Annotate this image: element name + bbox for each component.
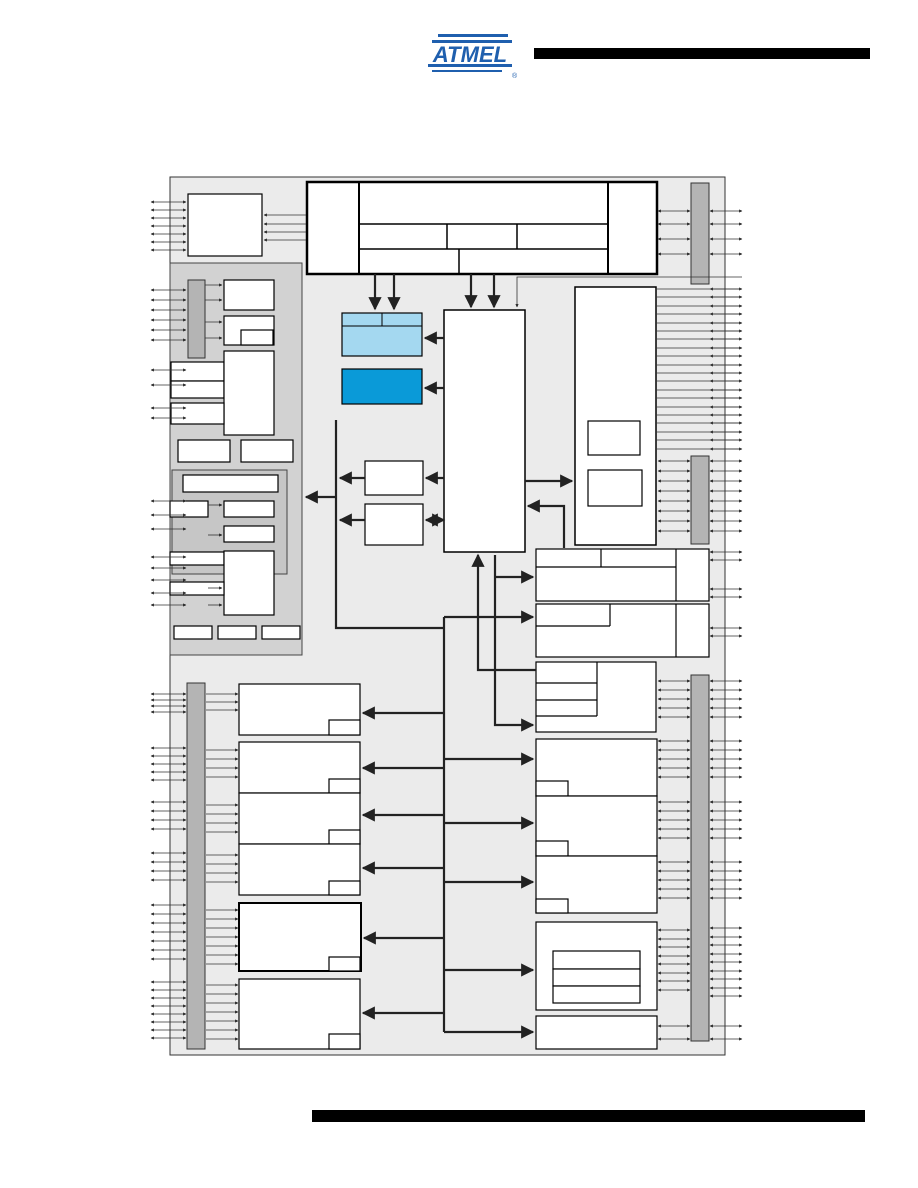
right-peripherals	[535, 738, 658, 1050]
left-pio-bus-bottom	[186, 682, 206, 1050]
processor-block	[305, 180, 659, 276]
memory-blocks	[341, 312, 423, 405]
bus-matrix-block	[443, 309, 526, 553]
header-bar	[534, 48, 870, 59]
left-pio-bus-top	[187, 279, 206, 359]
right-pio-bus-top	[690, 182, 710, 285]
peripheral-bridge-block	[364, 460, 424, 496]
registered-mark: ®	[512, 72, 518, 80]
thin-signal-line	[515, 276, 742, 308]
logo-wordmark: ATMEL	[432, 42, 507, 67]
logo-stripes	[428, 34, 512, 72]
atmel-logo: ATMEL ®	[424, 30, 520, 80]
right-middle-blocks	[535, 548, 710, 733]
external-bus-interface-block	[574, 286, 657, 546]
bus-connections	[304, 274, 574, 1039]
right-pio-bus-middle	[690, 455, 710, 545]
dma-controller-block	[364, 503, 424, 546]
left-peripherals	[238, 683, 362, 1050]
left-panel-blocks	[169, 279, 301, 640]
pin-signal-lines	[150, 200, 743, 1041]
system-controller-block	[187, 193, 263, 257]
right-pio-bus-bottom	[690, 674, 710, 1042]
footer-bar	[312, 1110, 865, 1122]
